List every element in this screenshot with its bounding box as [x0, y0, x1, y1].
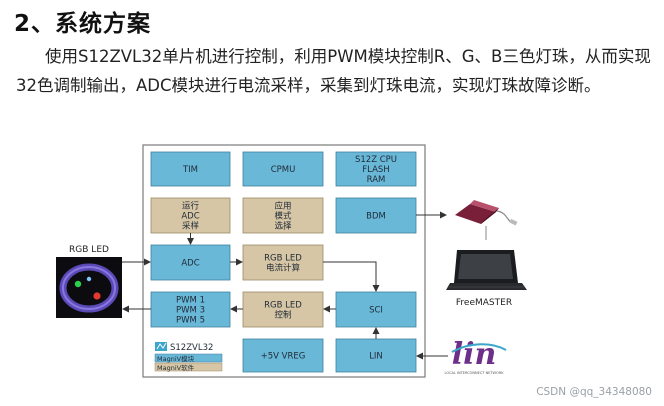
- block-label-line: PWM 5: [176, 316, 205, 326]
- block-label-line: SCI: [369, 306, 383, 316]
- chip-legend: S12ZVL32 MagniV模块 MagniV软件: [154, 342, 223, 372]
- arrow-rgb-calc-to-sci: [323, 261, 380, 292]
- description-paragraph: 使用S12ZVL32单片机进行控制，利用PWM模块控制R、G、B三色灯珠，从而实…: [16, 42, 656, 100]
- cpmu-block-label: CPMU: [271, 165, 296, 175]
- app-mode-select-label: 应用模式选择: [274, 201, 292, 232]
- block-label-line: BDM: [366, 212, 386, 222]
- adc-block: ADC: [150, 244, 231, 281]
- section-title: 2、系统方案: [14, 11, 152, 37]
- block-label-line: RGB LED: [264, 254, 302, 264]
- block-label-line: S12Z CPU: [355, 155, 397, 165]
- freemaster-label: FreeMASTER: [456, 298, 512, 308]
- bdm-block-label: BDM: [366, 212, 386, 222]
- magniv-software-label: MagniV软件: [157, 363, 195, 372]
- block-label-line: 应用: [274, 201, 291, 212]
- block-label-line: ADC: [181, 212, 199, 222]
- vreg-block-label: +5V VREG: [261, 352, 306, 362]
- usb-debugger-icon: [455, 200, 518, 240]
- tim-block-label: TIM: [182, 165, 198, 175]
- bdm-block: BDM: [335, 197, 417, 234]
- lin-block: LIN: [335, 338, 417, 373]
- adc-block-label: ADC: [181, 259, 199, 269]
- description-text: 使用S12ZVL32单片机进行控制，利用PWM模块控制R、G、B三色灯珠，从而实…: [16, 47, 651, 95]
- block-label-line: TIM: [182, 165, 198, 175]
- block-label-line: FLASH: [362, 165, 389, 175]
- block-label-line: LIN: [369, 352, 383, 362]
- block-label-line: 电流计算: [266, 263, 301, 274]
- block-label-line: PWM 1: [176, 296, 205, 306]
- block-label-line: ADC: [181, 259, 199, 269]
- cpmu-block: CPMU: [242, 151, 324, 187]
- block-label-line: RGB LED: [264, 301, 302, 311]
- vreg-block: +5V VREG: [242, 338, 324, 373]
- block-label-line: +5V VREG: [261, 352, 306, 362]
- magniv-module-label: MagniV模块: [157, 354, 195, 363]
- block-label-line: 模式: [274, 211, 292, 222]
- watermark: CSDN @qq_34348080: [536, 386, 652, 398]
- lin-block-label: LIN: [369, 352, 383, 362]
- sci-block: SCI: [335, 291, 417, 328]
- laptop-icon: [446, 250, 527, 290]
- block-label-line: CPMU: [271, 165, 296, 175]
- block-label-line: PWM 3: [176, 306, 205, 316]
- lin-logo-tagline: LOCAL INTERCONNECT NETWORK: [445, 371, 505, 375]
- app-mode-select-block: 应用模式选择: [242, 197, 324, 234]
- magniv-logo-icon: [155, 342, 167, 351]
- chip-name: S12ZVL32: [170, 343, 213, 353]
- lin-logo-icon: lin LOCAL INTERCONNECT NETWORK: [445, 337, 507, 375]
- block-label-line: 采样: [182, 221, 200, 232]
- lin-logo-text: lin: [452, 337, 497, 372]
- rgb-led-ring-icon: [56, 257, 122, 318]
- sci-block-label: SCI: [369, 306, 383, 316]
- block-label-line: RAM: [367, 175, 386, 185]
- block-label-line: 控制: [274, 310, 291, 321]
- tim-block: TIM: [150, 151, 231, 187]
- rgb-led-label: RGB LED: [69, 245, 109, 255]
- block-label-line: 运行: [182, 201, 200, 212]
- block-label-line: 选择: [274, 221, 292, 232]
